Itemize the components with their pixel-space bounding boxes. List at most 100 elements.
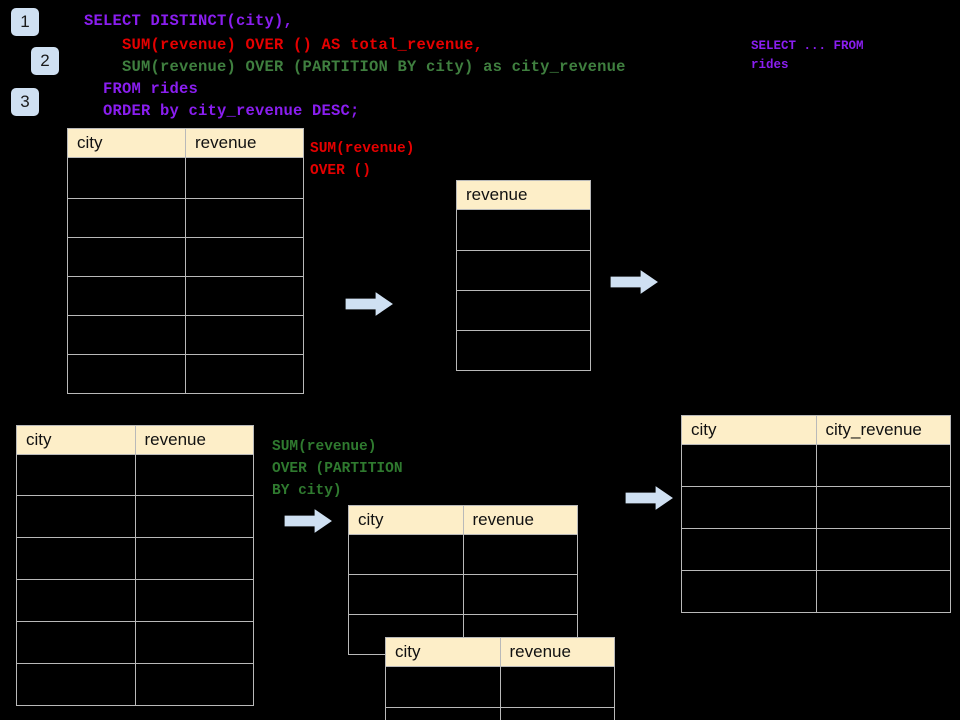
cell	[67, 157, 186, 199]
column-header-city: city	[16, 425, 136, 455]
cell	[456, 250, 591, 291]
column-header-revenue: revenue	[134, 425, 254, 455]
cell	[681, 444, 817, 487]
table-partition-back: city revenue	[348, 505, 578, 655]
table-header-row: city revenue	[16, 425, 254, 455]
table-row	[67, 315, 304, 355]
column-header-revenue: revenue	[462, 505, 578, 535]
table-row	[67, 157, 304, 199]
cell	[185, 315, 304, 355]
table-row	[67, 198, 304, 238]
cell	[462, 534, 578, 575]
cell	[134, 454, 254, 496]
arrow-top-right-icon	[610, 267, 660, 297]
table-header-row: city revenue	[67, 128, 304, 158]
cell	[16, 621, 136, 664]
annotation-total-revenue: SUM(revenue) OVER ()	[310, 141, 415, 179]
cell	[67, 354, 186, 394]
table-final-result: city city_revenue	[681, 415, 951, 613]
cell	[385, 666, 501, 708]
cell	[134, 579, 254, 622]
arrow-bottom-right-icon	[625, 483, 675, 513]
step-badge-3: 3	[11, 88, 39, 116]
table-row	[681, 528, 951, 571]
cell	[456, 290, 591, 331]
cell	[815, 444, 951, 487]
table-row	[456, 209, 591, 251]
table-row	[385, 666, 615, 708]
sql-line-select: SELECT DISTINCT(city),	[84, 12, 294, 30]
cell	[134, 663, 254, 706]
table-row	[456, 250, 591, 291]
cell	[67, 198, 186, 238]
table-source-top: city revenue	[67, 128, 304, 394]
cell	[16, 663, 136, 706]
column-header-revenue: revenue	[499, 637, 615, 667]
table-row	[348, 534, 578, 575]
cell	[16, 454, 136, 496]
cell	[499, 707, 615, 720]
cell	[815, 486, 951, 529]
table-header-row: city revenue	[348, 505, 578, 535]
cell	[499, 666, 615, 708]
table-row	[681, 444, 951, 487]
step-badge-1: 1	[11, 8, 39, 36]
cell	[815, 528, 951, 571]
cell	[67, 315, 186, 355]
cell	[185, 276, 304, 316]
table-row	[16, 579, 254, 622]
table-row	[16, 537, 254, 580]
cell	[67, 276, 186, 316]
table-row	[67, 354, 304, 394]
column-header-city: city	[67, 128, 186, 158]
sql-line-total-revenue: SUM(revenue) OVER () AS total_revenue,	[84, 36, 484, 54]
arrow-top-left-icon	[345, 289, 395, 319]
side-note-line-1: SELECT ... FROM	[751, 39, 864, 53]
cell	[462, 574, 578, 615]
arrow-bottom-left-icon	[284, 506, 334, 536]
table-row	[67, 276, 304, 316]
table-source-bottom: city revenue	[16, 425, 254, 706]
cell	[16, 579, 136, 622]
table-header-row: city city_revenue	[681, 415, 951, 445]
cell	[134, 621, 254, 664]
table-row	[16, 454, 254, 496]
table-total-revenue-result: revenue	[456, 180, 591, 371]
table-row	[385, 707, 615, 720]
cell	[815, 570, 951, 613]
column-header-city: city	[348, 505, 464, 535]
table-row	[456, 330, 591, 371]
cell	[348, 534, 464, 575]
cell	[185, 354, 304, 394]
table-row	[16, 621, 254, 664]
cell	[134, 537, 254, 580]
sql-line-order-by: ORDER by city_revenue DESC;	[84, 102, 360, 120]
sql-line-from: FROM rides	[84, 80, 199, 98]
cell	[134, 495, 254, 538]
column-header-revenue: revenue	[185, 128, 304, 158]
table-partition-front: city revenue	[385, 637, 615, 720]
annotation-city-revenue: SUM(revenue) OVER (PARTITION BY city)	[272, 439, 403, 499]
table-header-row: city revenue	[385, 637, 615, 667]
cell	[16, 537, 136, 580]
table-row	[16, 495, 254, 538]
column-header-revenue: revenue	[456, 180, 591, 210]
side-note-line-2: rides	[751, 58, 789, 72]
table-header-row: revenue	[456, 180, 591, 210]
sql-line-city-revenue: SUM(revenue) OVER (PARTITION BY city) as…	[84, 58, 626, 76]
cell	[456, 209, 591, 251]
cell	[348, 574, 464, 615]
table-row	[348, 574, 578, 615]
cell	[16, 495, 136, 538]
cell	[185, 198, 304, 238]
cell	[67, 237, 186, 277]
table-row	[67, 237, 304, 277]
cell	[185, 237, 304, 277]
cell	[681, 570, 817, 613]
cell	[456, 330, 591, 371]
cell	[185, 157, 304, 199]
table-row	[456, 290, 591, 331]
step-badge-2: 2	[31, 47, 59, 75]
table-row	[16, 663, 254, 706]
